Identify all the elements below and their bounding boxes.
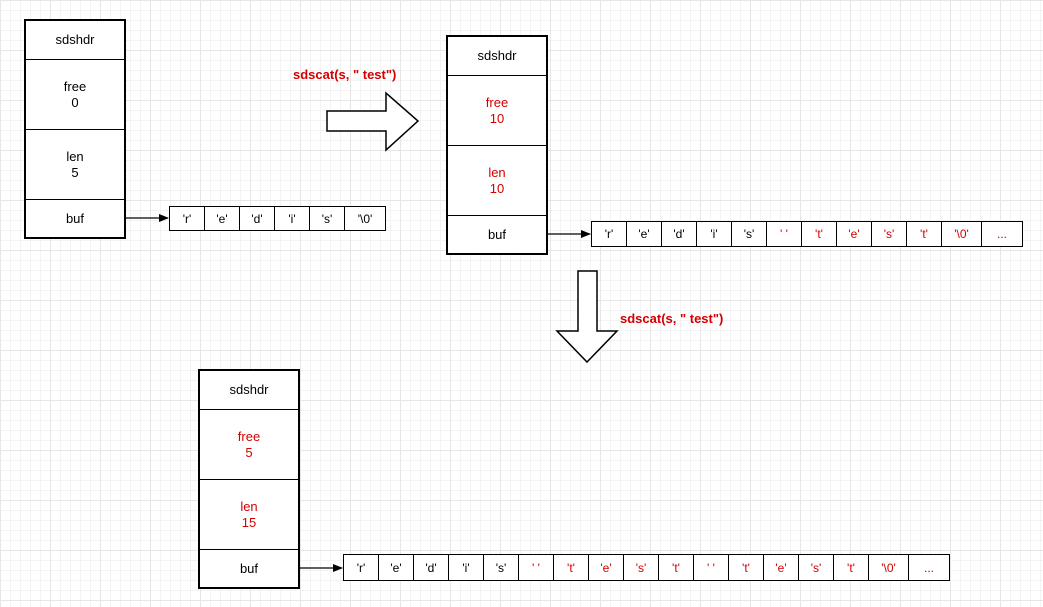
len-value: 10 [489,180,505,196]
buf-label: buf [487,226,507,242]
buf-cell: 's' [624,555,659,580]
buf-cell: 'e' [205,207,240,230]
buf-cell: 't' [834,555,869,580]
buf-cell: ' ' [767,222,802,246]
buf-cell: 'e' [627,222,662,246]
transition-right-arrow [326,91,420,152]
buf-cell: 't' [554,555,589,580]
free-field: free 5 [200,409,298,479]
sdshdr-title-text: sdshdr [477,48,517,63]
buf-cell: '\0' [942,222,982,246]
buf-cell: ... [923,560,934,575]
sdshdr-title: sdshdr [26,21,124,59]
len-value: 5 [71,164,79,180]
free-value: 0 [71,94,79,110]
buf-cell: ' ' [694,555,729,580]
buf-cell: 'd' [414,555,449,580]
buf-cell: 'i' [449,555,484,580]
buf-cell: 'e' [837,222,872,246]
buf-array-1: 'r''e''d''i''s' '\0' [169,206,386,231]
sdshdr-title-text: sdshdr [229,382,269,397]
buf-cell: 's' [799,555,834,580]
buf-cell: 'i' [697,222,732,246]
buf-cell: 's' [872,222,907,246]
buf-field: buf [200,549,298,587]
free-field: free 0 [26,59,124,129]
buf-cell: 's' [310,207,345,230]
free-label: free [237,428,261,444]
sdshdr-box-2: sdshdr free 10 len 10 buf [446,35,548,255]
buf-cell: ' ' [519,555,554,580]
len-field: len 15 [200,479,298,549]
buf-cell: 't' [729,555,764,580]
buf-cell: 'e' [589,555,624,580]
free-value: 5 [245,444,253,460]
buf-cell: 'd' [240,207,275,230]
buf-cell: 's' [484,555,519,580]
buf-field: buf [448,215,546,253]
free-label: free [485,94,509,110]
buf-cell: '\0' [357,211,373,226]
buf-cell: 't' [802,222,837,246]
sdshdr-box-1: sdshdr free 0 len 5 buf [24,19,126,239]
len-label: len [240,498,258,514]
len-label: len [488,164,506,180]
buf-array-2: 'r''e''d''i''s'' ''t''e''s''t''\0'... [591,221,1023,247]
sdshdr-title-text: sdshdr [55,32,95,47]
len-value: 15 [241,514,257,530]
free-value: 10 [489,110,505,126]
buf-cell: 'r' [592,222,627,246]
buf-label: buf [65,210,85,226]
operation-label-2: sdscat(s, " test") [620,311,724,326]
len-label: len [66,148,84,164]
sdshdr-box-3: sdshdr free 5 len 15 buf [198,369,300,589]
transition-down-arrow [555,270,619,364]
buf-cell: 'r' [344,555,379,580]
buf-cell: 's' [732,222,767,246]
free-label: free [63,78,87,94]
buf-cell: ... [996,227,1007,241]
buf-cell: 'd' [662,222,697,246]
buf-cell: '\0' [869,555,909,580]
buf-label: buf [239,560,259,576]
operation-label-1: sdscat(s, " test") [293,67,397,82]
len-field: len 10 [448,145,546,215]
len-field: len 5 [26,129,124,199]
buf-cell: 'e' [764,555,799,580]
buf-cell: 't' [659,555,694,580]
buf-cell: 'r' [170,207,205,230]
buf-field: buf [26,199,124,237]
sdshdr-title: sdshdr [448,37,546,75]
buf-cell: 'i' [275,207,310,230]
free-field: free 10 [448,75,546,145]
buf-array-3: 'r''e''d''i''s'' ''t''e''s''t'' ''t''e''… [343,554,950,581]
buf-cell: 'e' [379,555,414,580]
buf-cell: 't' [907,222,942,246]
sdshdr-title: sdshdr [200,371,298,409]
